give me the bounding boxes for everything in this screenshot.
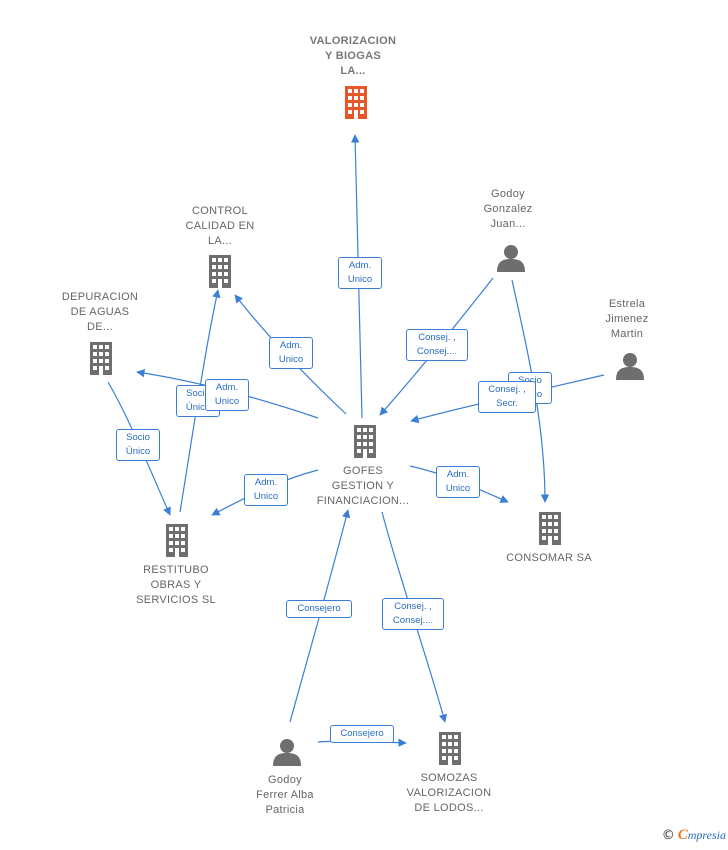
edge-label-consej-gofes-somozas: Consej. ,Consej.... bbox=[382, 598, 444, 630]
edge-label-consejero-ferrer-somozas: Consejero bbox=[330, 725, 394, 743]
building-icon[interactable] bbox=[354, 425, 376, 458]
person-icon[interactable] bbox=[497, 245, 525, 272]
building-icon[interactable] bbox=[345, 86, 367, 119]
edge-label-adm-depuracion: Adm.Unico bbox=[205, 379, 249, 411]
brand-logo-text: mpresia bbox=[687, 828, 726, 842]
building-icon[interactable] bbox=[166, 524, 188, 557]
edge-label-adm-valorizacion: Adm.Unico bbox=[338, 257, 382, 289]
edge-label-consej-estrela-gofes: Consej. ,Secr. bbox=[478, 381, 536, 413]
edge-label-consej-godoy-gofes: Consej. ,Consej.... bbox=[406, 329, 468, 361]
person-icon[interactable] bbox=[273, 739, 301, 766]
node-consomar-label[interactable]: CONSOMAR SA bbox=[506, 552, 592, 564]
building-icon[interactable] bbox=[90, 342, 112, 375]
edge-label-consejero-ferrer-gofes: Consejero bbox=[286, 600, 352, 618]
building-icon[interactable] bbox=[539, 512, 561, 545]
person-icon[interactable] bbox=[616, 353, 644, 380]
copyright-symbol: © bbox=[661, 828, 675, 843]
edge-label-adm-consomar: Adm.Unico bbox=[436, 466, 480, 498]
brand-logo-letter: C bbox=[677, 827, 688, 843]
brand-footer[interactable]: © Cmpresia bbox=[662, 827, 726, 844]
edge-label-adm-restitubo: Adm.Unico bbox=[244, 474, 288, 506]
building-icon[interactable] bbox=[209, 255, 231, 288]
edge-label-adm-control: Adm.Unico bbox=[269, 337, 313, 369]
building-icon[interactable] bbox=[439, 732, 461, 765]
